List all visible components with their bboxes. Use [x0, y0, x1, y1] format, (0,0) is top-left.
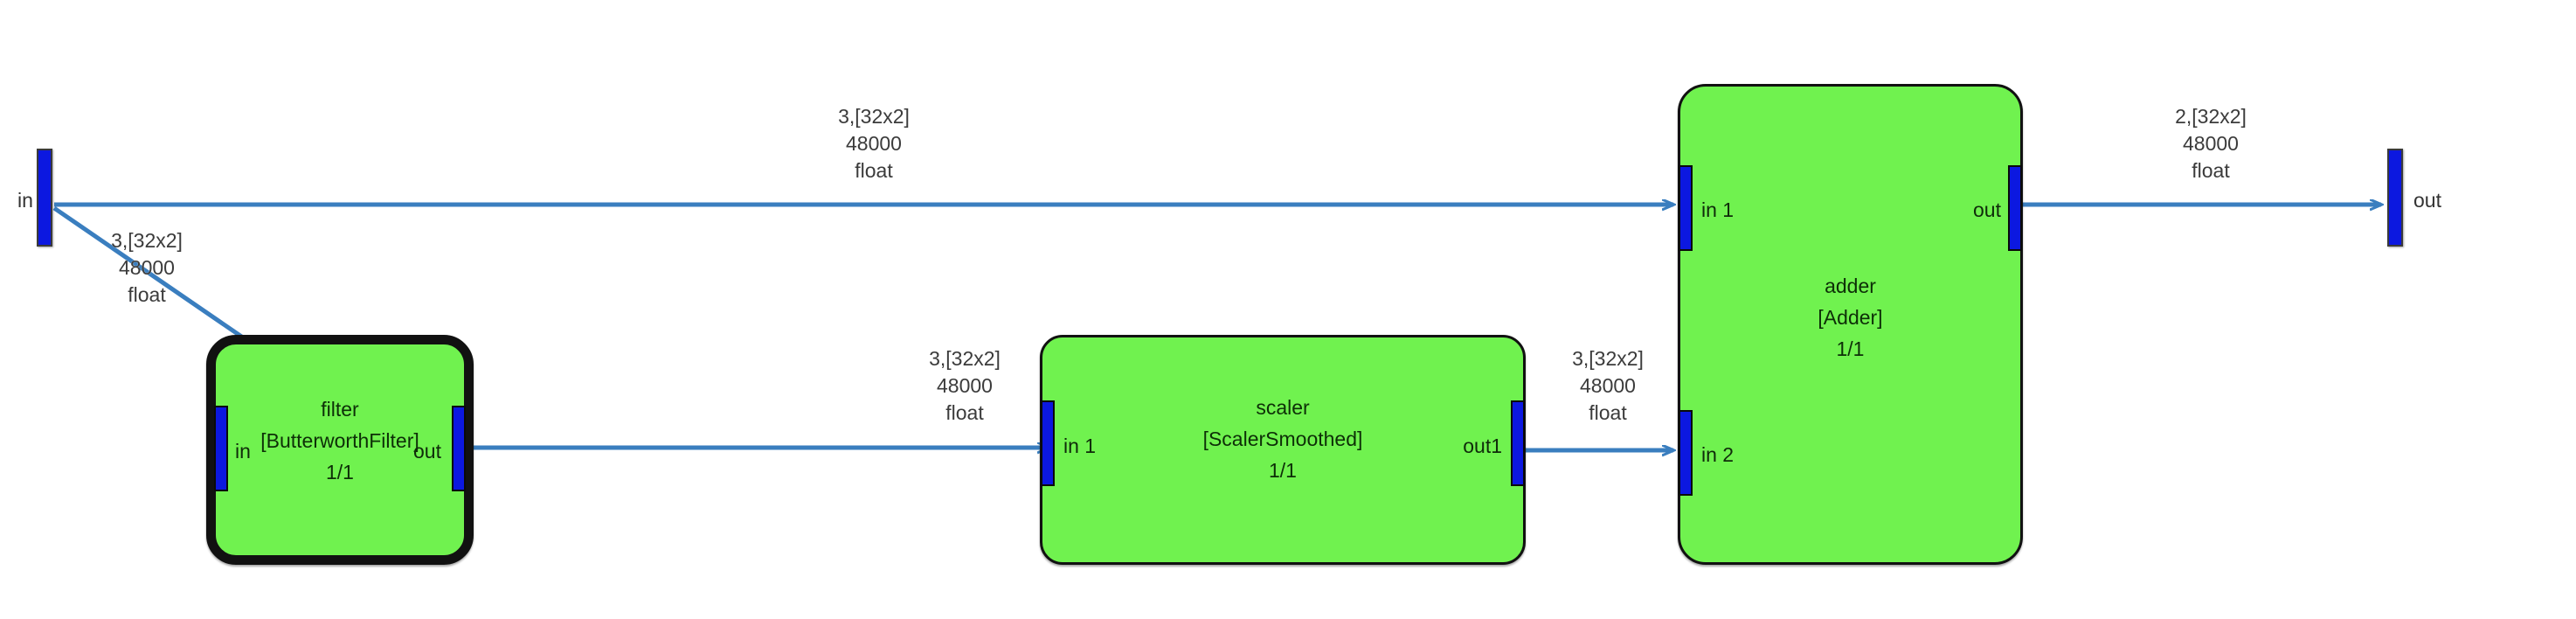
- node-filter-port-in-label: in: [235, 440, 251, 463]
- node-filter-port-out-label: out: [413, 440, 441, 463]
- edge-label-in-to-filter-in: 3,[32x2] 48000 float: [59, 227, 234, 309]
- edge-label-filter-to-scaler: 3,[32x2] 48000 float: [895, 345, 1035, 427]
- node-adder-labels: adder [Adder] 1/1: [1680, 270, 2020, 365]
- node-scaler-type: [ScalerSmoothed]: [1202, 428, 1363, 450]
- node-adder-port-in1-label: in 1: [1701, 198, 1735, 221]
- edge-label-rate: 48000: [1580, 374, 1636, 397]
- node-filter[interactable]: filter [ButterworthFilter] 1/1 in out: [206, 335, 474, 565]
- node-scaler-name: scaler: [1256, 396, 1310, 419]
- node-adder-ratio: 1/1: [1836, 337, 1865, 360]
- edge-label-dtype: float: [2192, 159, 2230, 182]
- node-scaler-ratio: 1/1: [1269, 459, 1297, 482]
- node-adder-name: adder: [1825, 275, 1876, 297]
- node-scaler-port-out1-label: out1: [1463, 435, 1502, 457]
- edge-label-channels: 3,[32x2]: [929, 347, 1001, 370]
- graph-input-port-label: in: [17, 189, 33, 212]
- node-adder-port-out[interactable]: [2008, 165, 2022, 251]
- edge-label-channels: 3,[32x2]: [1572, 347, 1644, 370]
- node-scaler[interactable]: scaler [ScalerSmoothed] 1/1 in 1 out1: [1040, 335, 1526, 565]
- edge-label-dtype: float: [855, 159, 893, 182]
- edge-label-adder-to-out: 2,[32x2] 48000 float: [2123, 103, 2298, 184]
- node-adder-port-out-label: out: [1973, 198, 2001, 221]
- node-adder-port-in1[interactable]: [1679, 165, 1693, 251]
- edge-label-rate: 48000: [119, 256, 175, 279]
- node-filter-ratio: 1/1: [326, 461, 354, 483]
- node-scaler-port-in1[interactable]: [1041, 400, 1055, 486]
- node-filter-name: filter: [321, 398, 359, 421]
- edge-label-rate: 48000: [846, 132, 902, 155]
- edge-label-rate: 48000: [2183, 132, 2239, 155]
- node-adder-port-in2-label: in 2: [1701, 443, 1735, 466]
- edge-label-channels: 2,[32x2]: [2175, 105, 2247, 128]
- node-filter-labels: filter [ButterworthFilter] 1/1: [216, 393, 464, 488]
- edge-label-dtype: float: [128, 283, 166, 306]
- edge-label-in-to-adder-in1: 3,[32x2] 48000 float: [786, 103, 961, 184]
- node-adder-type: [Adder]: [1818, 306, 1883, 329]
- node-adder[interactable]: adder [Adder] 1/1 in 1 in 2 out: [1678, 84, 2023, 565]
- node-filter-port-out[interactable]: [452, 406, 466, 491]
- node-scaler-port-in1-label: in 1: [1063, 435, 1097, 457]
- graph-output-port[interactable]: [2387, 149, 2403, 247]
- edge-label-channels: 3,[32x2]: [838, 105, 910, 128]
- node-scaler-labels: scaler [ScalerSmoothed] 1/1: [1042, 392, 1523, 486]
- edge-label-channels: 3,[32x2]: [111, 229, 183, 252]
- edge-label-dtype: float: [945, 401, 984, 424]
- node-filter-port-in[interactable]: [214, 406, 228, 491]
- edge-label-scaler-to-adder-in2: 3,[32x2] 48000 float: [1538, 345, 1678, 427]
- node-scaler-port-out1[interactable]: [1511, 400, 1525, 486]
- edge-label-dtype: float: [1589, 401, 1627, 424]
- node-adder-port-in2[interactable]: [1679, 410, 1693, 496]
- graph-output-port-label: out: [2413, 189, 2441, 212]
- node-filter-type: [ButterworthFilter]: [260, 429, 419, 452]
- edge-label-rate: 48000: [937, 374, 993, 397]
- graph-input-port[interactable]: [37, 149, 52, 247]
